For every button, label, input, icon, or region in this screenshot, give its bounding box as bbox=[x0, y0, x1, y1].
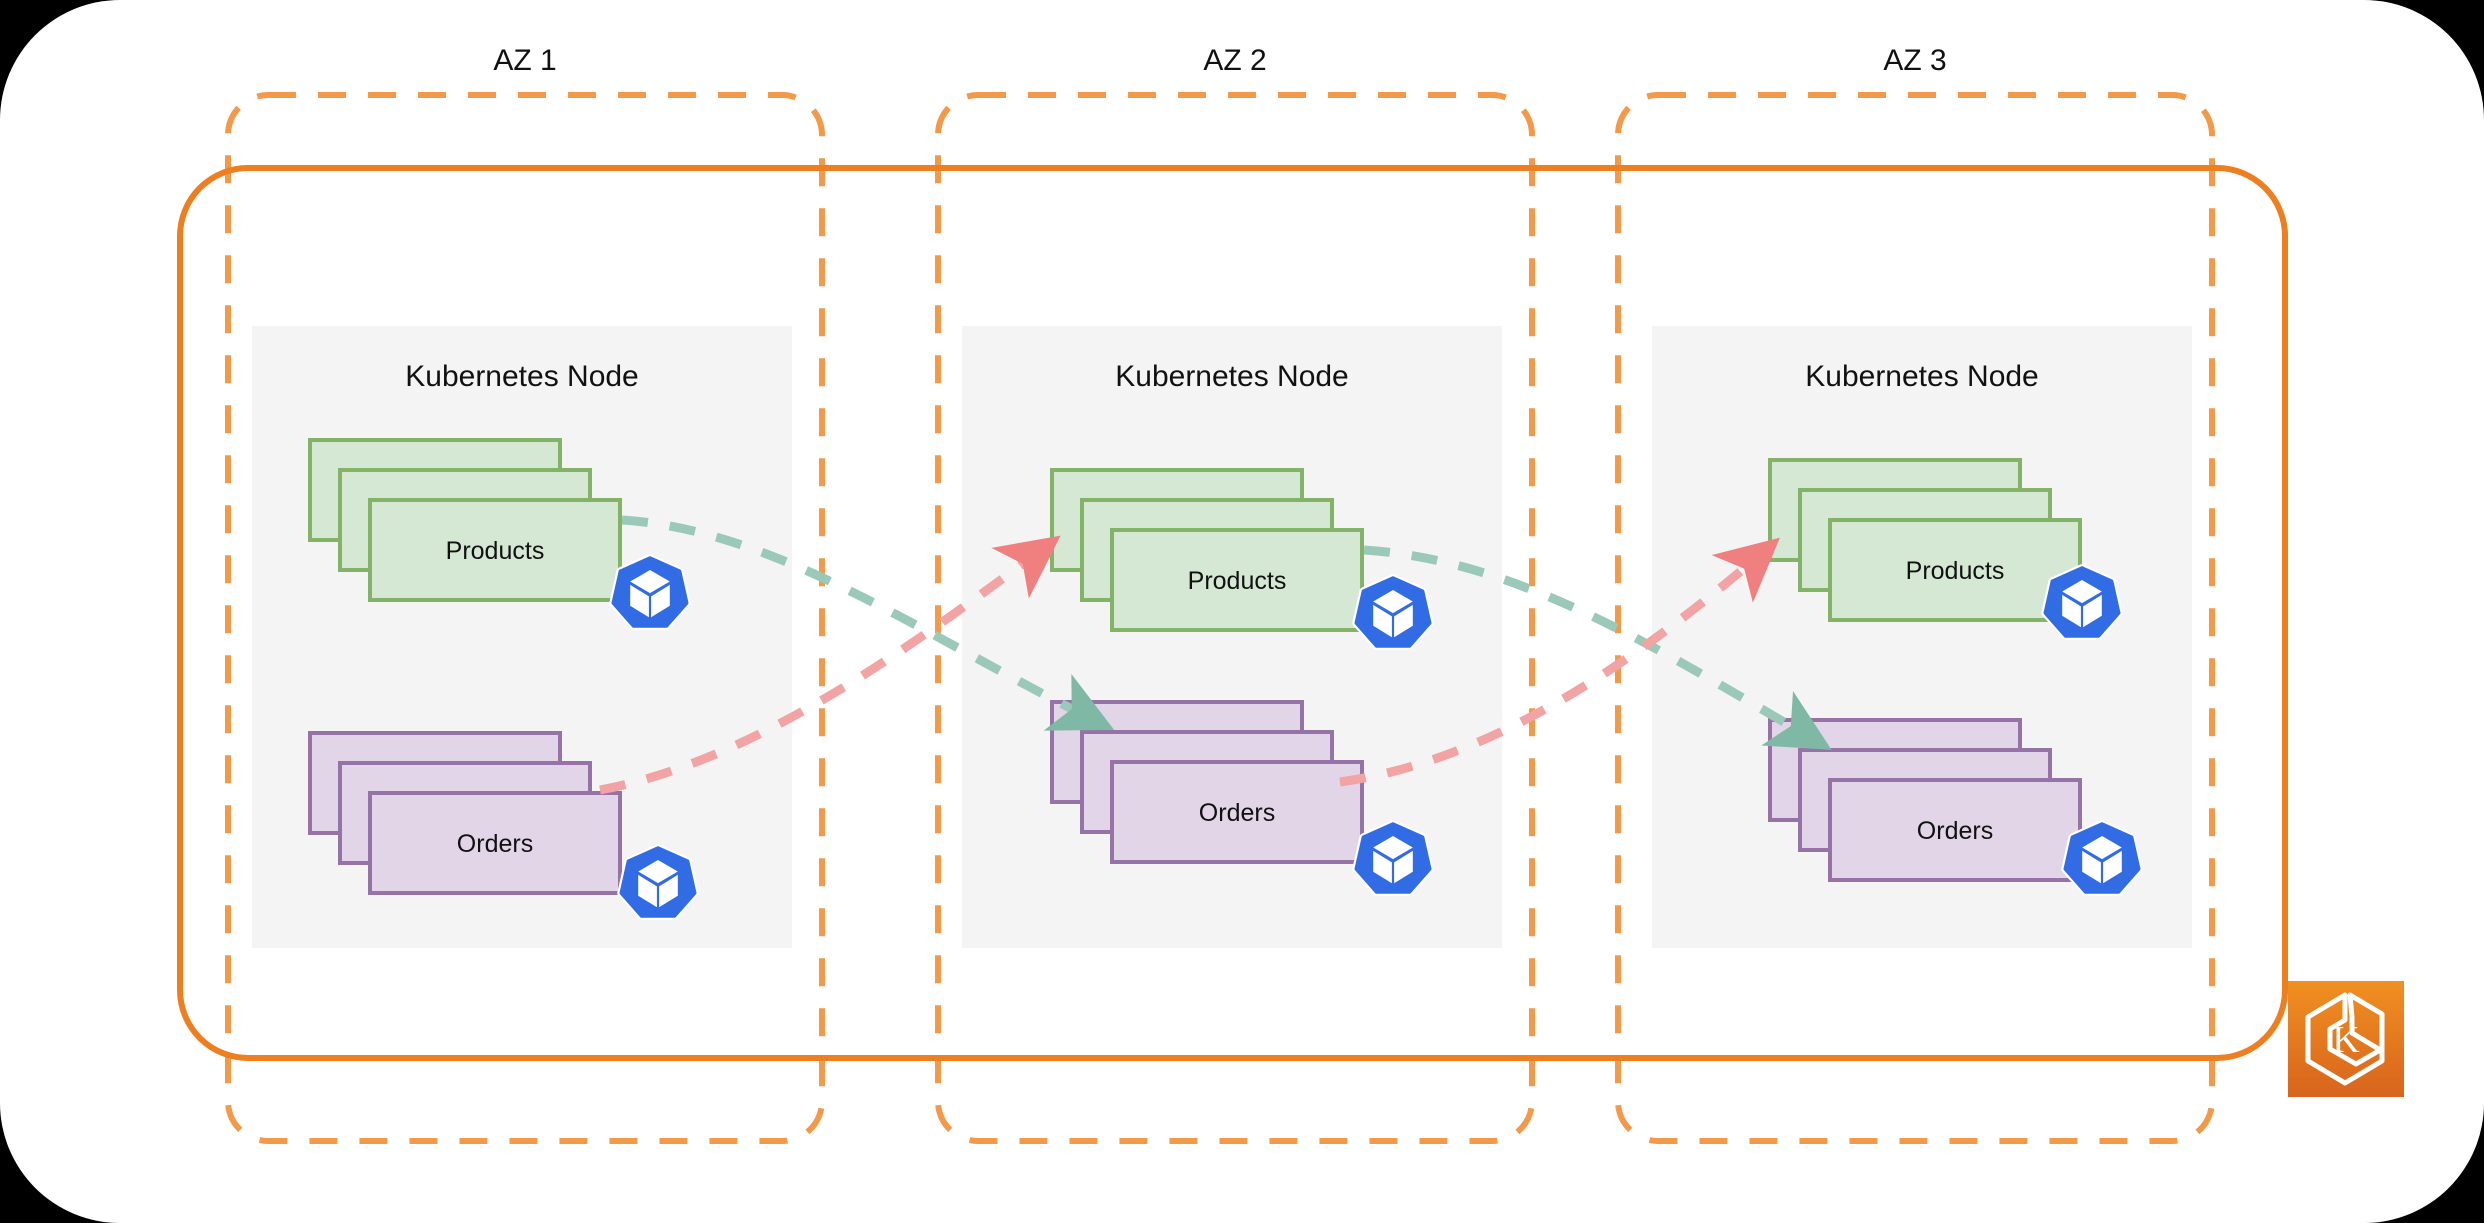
kubernetes-icon-az1-products bbox=[609, 554, 691, 630]
node-title-az1: Kubernetes Node bbox=[405, 360, 639, 393]
products-pod-stack-az1[interactable] bbox=[308, 438, 622, 602]
pod-label-az1-products: Products bbox=[445, 537, 545, 565]
kubernetes-icon-az2-orders bbox=[1352, 820, 1434, 896]
kubernetes-icon-az1-orders bbox=[617, 844, 699, 920]
kubernetes-icon-az3-products bbox=[2041, 564, 2123, 640]
vpc-boundary bbox=[177, 165, 2288, 1061]
connection-az1-products-to-az2-orders bbox=[621, 515, 1115, 731]
kubernetes-icon-az2-products bbox=[1352, 574, 1434, 650]
products-pod-stack-az3[interactable] bbox=[1768, 458, 2082, 622]
pod-label-az2-products: Products bbox=[1187, 567, 1287, 595]
kubernetes-icon-az3-orders bbox=[2061, 820, 2143, 896]
aws-eks-icon: K bbox=[2288, 981, 2404, 1097]
az-label-az2: AZ 2 bbox=[1203, 44, 1267, 77]
orders-pod-stack-az3[interactable] bbox=[1768, 718, 2082, 882]
pod-label-az3-products: Products bbox=[1905, 557, 2005, 585]
connection-az2-orders-to-az3-products bbox=[1339, 537, 1780, 787]
az-label-az3: AZ 3 bbox=[1883, 44, 1947, 77]
node-title-az3: Kubernetes Node bbox=[1805, 360, 2039, 393]
az-boundary-az3 bbox=[1615, 92, 2215, 1144]
svg-text:K: K bbox=[2332, 1019, 2360, 1061]
pod-label-az2-orders: Orders bbox=[1198, 799, 1276, 827]
products-pod-stack-az2[interactable] bbox=[1050, 468, 1364, 632]
pod-label-az3-orders: Orders bbox=[1916, 817, 1994, 845]
node-title-az2: Kubernetes Node bbox=[1115, 360, 1349, 393]
orders-pod-stack-az1[interactable] bbox=[308, 731, 622, 895]
az-boundary-az1 bbox=[225, 92, 825, 1144]
az-boundary-az2 bbox=[935, 92, 1535, 1144]
pod-label-az1-orders: Orders bbox=[456, 830, 534, 858]
az-label-az1: AZ 1 bbox=[493, 44, 557, 77]
connection-az2-products-to-az3-orders bbox=[1363, 545, 1832, 750]
connection-az1-orders-to-az2-products bbox=[599, 535, 1061, 795]
